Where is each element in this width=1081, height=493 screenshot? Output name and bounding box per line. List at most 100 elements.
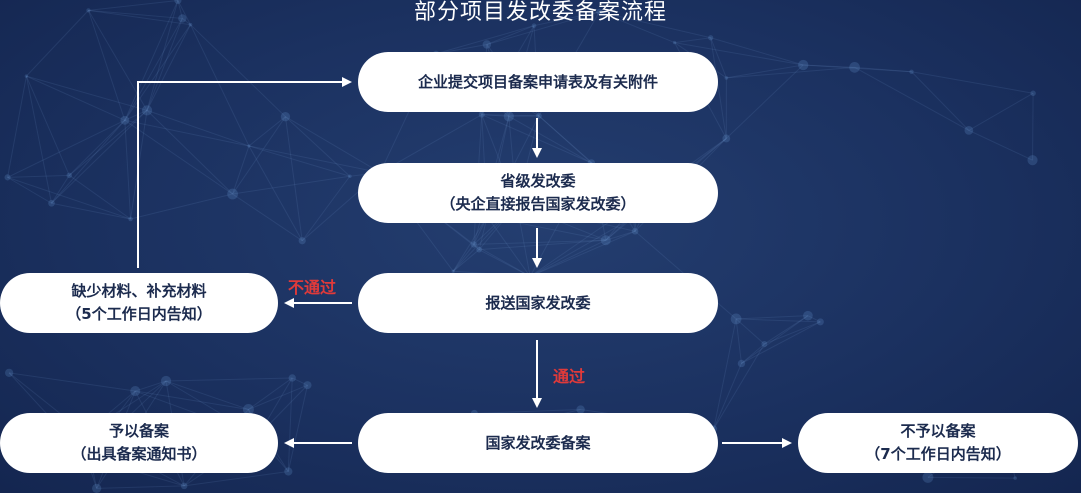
network-link bbox=[190, 24, 286, 118]
network-node bbox=[724, 76, 729, 80]
network-link bbox=[529, 217, 634, 277]
network-link bbox=[478, 249, 531, 277]
network-node bbox=[180, 482, 188, 490]
network-node bbox=[503, 111, 514, 122]
network-link bbox=[96, 485, 185, 489]
network-node bbox=[298, 237, 306, 245]
network-link bbox=[508, 115, 592, 164]
node-submit-application: 企业提交项目备案申请表及有关附件 bbox=[358, 52, 718, 112]
network-node bbox=[247, 144, 251, 148]
network-link bbox=[25, 76, 53, 204]
network-link bbox=[735, 318, 765, 345]
network-link bbox=[146, 24, 191, 111]
network-node bbox=[4, 174, 11, 181]
network-link bbox=[741, 315, 809, 364]
node-ndrc-filing-text: 国家发改委备案 bbox=[485, 433, 591, 452]
node-ndrc-filing: 国家发改委备案 bbox=[358, 413, 718, 473]
network-link bbox=[88, 9, 183, 19]
node-report-ndrc-text: 报送国家发改委 bbox=[485, 293, 591, 312]
network-node bbox=[576, 405, 585, 414]
network-link bbox=[764, 321, 821, 345]
network-node bbox=[470, 241, 477, 248]
network-link bbox=[135, 390, 249, 410]
network-node bbox=[130, 386, 141, 397]
network-link bbox=[124, 119, 250, 147]
network-link bbox=[599, 11, 675, 44]
network-link bbox=[25, 75, 70, 176]
node-provincial-ndrc: 省级发改委 （央企直接报告国家发改委） bbox=[358, 163, 718, 223]
network-link bbox=[177, 0, 191, 25]
network-node bbox=[478, 111, 485, 118]
network-link bbox=[486, 11, 600, 45]
network-link bbox=[130, 193, 233, 220]
network-link bbox=[803, 64, 855, 68]
network-link bbox=[146, 109, 250, 147]
network-link bbox=[248, 145, 303, 241]
network-link bbox=[481, 114, 509, 117]
network-link bbox=[968, 129, 1033, 161]
network-link bbox=[735, 318, 742, 364]
network-link bbox=[301, 175, 351, 242]
network-link bbox=[529, 239, 607, 277]
network-link bbox=[166, 377, 293, 382]
network-link bbox=[764, 315, 809, 345]
network-link bbox=[7, 174, 70, 178]
network-link bbox=[26, 75, 126, 121]
network-node bbox=[737, 359, 746, 368]
network-link bbox=[51, 110, 148, 204]
network-node bbox=[1027, 155, 1038, 166]
network-link bbox=[435, 25, 535, 55]
node-provincial-ndrc-line2: （央企直接报告国家发改委） bbox=[440, 195, 636, 213]
network-link bbox=[452, 244, 475, 272]
network-link bbox=[232, 116, 286, 195]
network-node bbox=[535, 112, 542, 119]
edge-label-pass: 通过 bbox=[553, 367, 586, 386]
network-link bbox=[741, 321, 821, 364]
network-link bbox=[473, 243, 531, 277]
network-link bbox=[124, 0, 179, 121]
network-node bbox=[4, 368, 14, 377]
network-link bbox=[287, 377, 293, 472]
network-link bbox=[599, 11, 711, 39]
network-link bbox=[87, 10, 126, 121]
network-link bbox=[674, 37, 711, 44]
network-link bbox=[248, 145, 381, 174]
network-link bbox=[285, 116, 351, 177]
network-node bbox=[798, 59, 809, 71]
network-link bbox=[674, 42, 804, 66]
network-link bbox=[124, 18, 183, 121]
network-link bbox=[486, 216, 531, 277]
network-link bbox=[911, 71, 1034, 94]
network-node bbox=[242, 403, 254, 415]
network-node bbox=[141, 105, 153, 116]
network-link bbox=[7, 76, 27, 178]
network-node bbox=[348, 174, 352, 179]
network-link bbox=[7, 176, 52, 204]
network-node bbox=[128, 216, 133, 222]
network-link bbox=[968, 92, 1034, 131]
network-node bbox=[160, 375, 172, 387]
network-node bbox=[722, 134, 731, 143]
network-link bbox=[26, 75, 148, 111]
network-node bbox=[708, 35, 714, 41]
network-link bbox=[9, 372, 136, 392]
network-link bbox=[248, 145, 350, 177]
network-node bbox=[922, 471, 934, 483]
network-link bbox=[479, 239, 606, 251]
network-node bbox=[288, 374, 296, 382]
network-link bbox=[284, 116, 303, 241]
network-link bbox=[452, 216, 488, 272]
node-approve-filing-line1: 予以备案 bbox=[108, 422, 169, 440]
network-node bbox=[730, 313, 742, 325]
network-link bbox=[88, 0, 178, 11]
network-link bbox=[911, 71, 970, 131]
network-node bbox=[178, 14, 187, 23]
network-link bbox=[51, 202, 131, 220]
network-link bbox=[486, 25, 535, 45]
network-node bbox=[672, 40, 677, 45]
network-link bbox=[146, 18, 183, 111]
network-node bbox=[86, 8, 91, 13]
network-node bbox=[476, 246, 482, 253]
node-provincial-ndrc-line1: 省级发改委 bbox=[500, 172, 576, 190]
